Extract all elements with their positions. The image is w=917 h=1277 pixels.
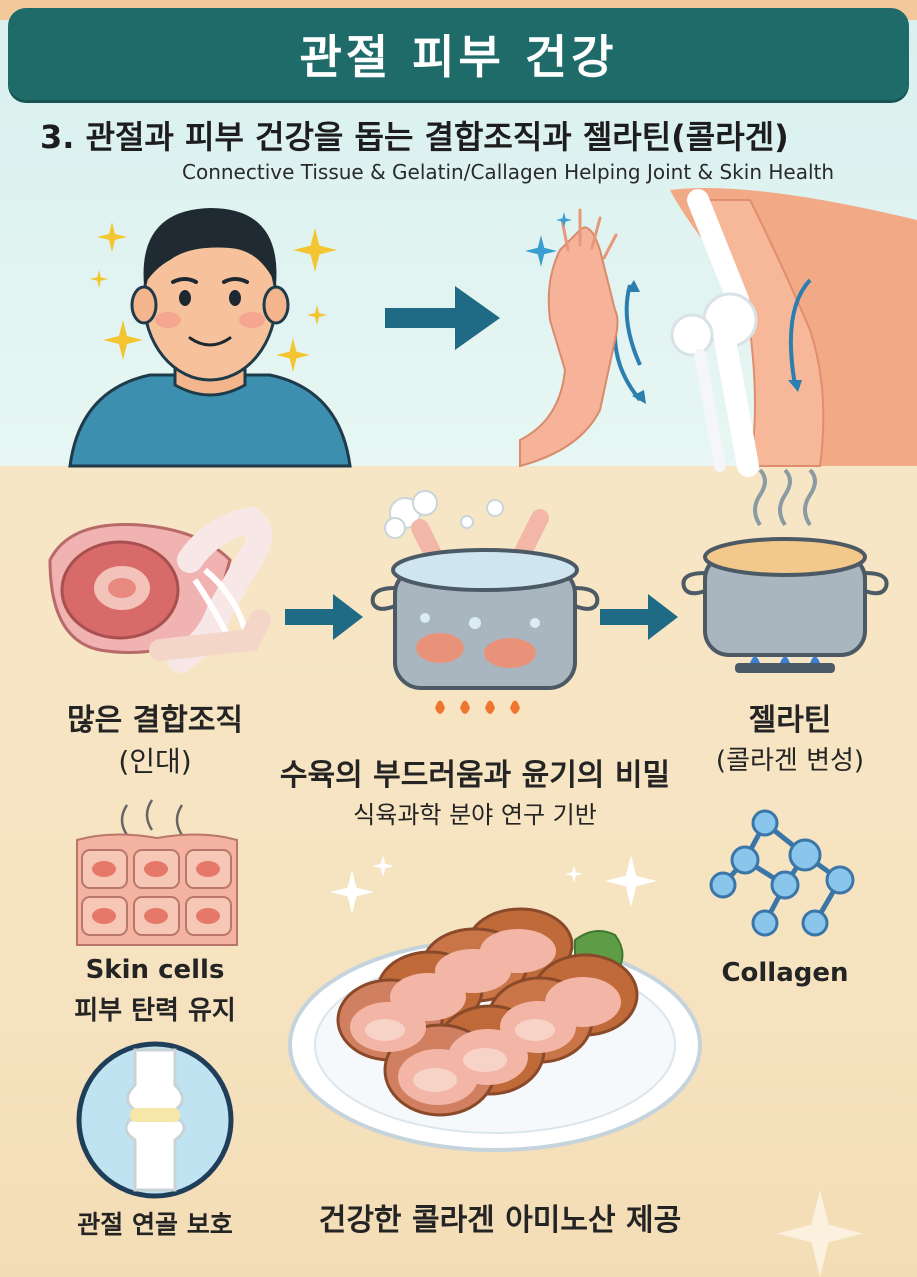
sparkle-icon xyxy=(605,855,657,907)
hand-and-knee-illustration xyxy=(519,188,917,477)
skin-elasticity-label: 피부 탄력 유지 xyxy=(74,996,236,1026)
title-banner: 관절 피부 건강 xyxy=(8,8,909,100)
raw-meat-title: 많은 결합조직 xyxy=(66,703,244,738)
sparkle-icon xyxy=(565,865,583,883)
plate-of-boiled-pork-illustration xyxy=(288,907,702,1152)
sparkle-icon xyxy=(307,305,327,325)
sparkle-icon xyxy=(525,235,557,267)
boiling-title: 수육의 부드러움과 윤기의 비밀 xyxy=(279,758,671,793)
collagen-label: Collagen xyxy=(721,958,849,988)
plate-label: 건강한 콜라겐 아미노산 제공 xyxy=(318,1203,682,1238)
gelatin-pot-illustration xyxy=(681,468,889,673)
sparkle-icon xyxy=(330,870,374,914)
subtitle-korean: 3. 관절과 피부 건강을 돕는 결합조직과 젤라틴(콜라겐) xyxy=(40,118,789,156)
arrow-right-icon xyxy=(285,594,363,640)
arrow-right-icon xyxy=(600,594,678,640)
subtitle-english: Connective Tissue & Gelatin/Callagen Hel… xyxy=(182,160,835,184)
sparkle-icon xyxy=(90,270,108,288)
sparkle-icon xyxy=(776,1190,864,1277)
sparkle-icon xyxy=(97,222,127,252)
skin-cells-illustration xyxy=(76,799,238,946)
smiling-person-illustration xyxy=(68,208,352,468)
joint-protection-label: 관절 연골 보호 xyxy=(77,1210,233,1239)
skin-cells-label: Skin cells xyxy=(85,955,225,985)
gelatin-title: 젤라틴 xyxy=(748,703,832,738)
arrow-right-icon xyxy=(385,286,500,350)
collagen-molecule-icon xyxy=(709,809,855,937)
sparkle-icon xyxy=(276,338,310,372)
raw-meat-with-ligaments-illustration xyxy=(48,505,272,673)
sparkle-icon xyxy=(103,320,143,360)
sparkle-icon xyxy=(372,855,394,877)
banner-title: 관절 피부 건강 xyxy=(299,30,618,84)
sparkle-icon xyxy=(556,212,572,228)
boiling-subtitle: 식육과학 분야 연구 기반 xyxy=(353,801,597,829)
raw-meat-subtitle: (인대) xyxy=(118,745,192,778)
sparkle-icon xyxy=(293,228,337,272)
boiling-pot-illustration xyxy=(370,490,600,714)
joint-cartilage-icon xyxy=(76,1041,234,1199)
gelatin-subtitle: (콜라겐 변성) xyxy=(715,746,865,776)
